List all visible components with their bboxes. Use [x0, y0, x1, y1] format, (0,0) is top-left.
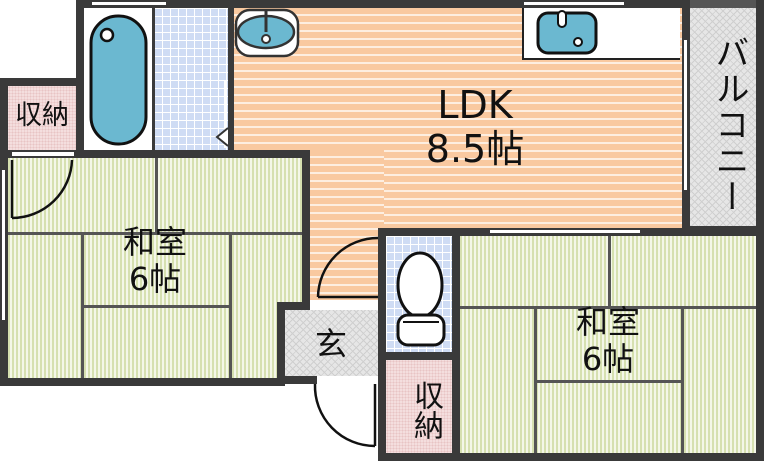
wash-basin-icon — [234, 8, 300, 58]
entrance-floor — [285, 310, 378, 376]
balcony-label: バルコニー — [709, 35, 749, 215]
washitsu-right-label: 和室 6帖 — [548, 304, 668, 378]
door-swing-entrance — [313, 383, 377, 448]
storage-left-label: 収納 — [15, 100, 69, 131]
washitsu-left-name: 和室 — [122, 223, 187, 261]
kitchen-sink-icon — [536, 10, 598, 55]
door-swing-ldk — [316, 236, 379, 299]
balcony-floor — [690, 8, 756, 226]
washroom-floor — [154, 8, 228, 150]
washitsu-left-label: 和室 6帖 — [95, 224, 215, 298]
washitsu-right-size: 6帖 — [581, 339, 635, 378]
ldk-label: LDK 8.5帖 — [400, 83, 550, 171]
storage-bottom-floor — [386, 360, 452, 453]
storage-bottom-label: 収納 — [408, 380, 443, 440]
bathtub-icon — [89, 14, 148, 146]
entrance-label: 玄 — [314, 325, 347, 363]
washitsu-right-name: 和室 — [575, 303, 640, 341]
washitsu-left-size: 6帖 — [128, 259, 182, 298]
ldk-floor-hall — [308, 150, 384, 300]
door-swing-left-storage — [10, 159, 74, 220]
ldk-size: 8.5帖 — [425, 126, 525, 171]
toilet-icon — [396, 251, 446, 347]
ldk-name: LDK — [437, 83, 513, 127]
storage-left-floor — [8, 86, 76, 150]
